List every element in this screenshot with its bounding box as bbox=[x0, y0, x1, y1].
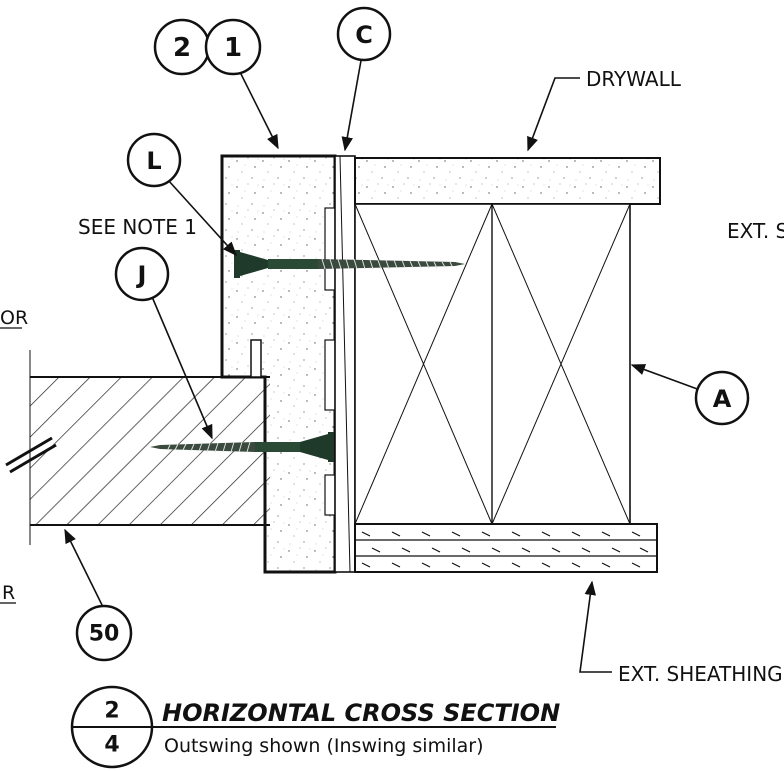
ext-sheathing-label: EXT. SHEATHING bbox=[618, 662, 783, 686]
screw-l bbox=[234, 250, 465, 278]
svg-text:C: C bbox=[355, 21, 373, 49]
drywall-label: DRYWALL bbox=[586, 67, 682, 91]
svg-text:J: J bbox=[136, 261, 147, 289]
detail-number: 2 bbox=[104, 699, 119, 724]
svg-text:2: 2 bbox=[173, 33, 191, 63]
callout-j: J bbox=[114, 246, 170, 302]
ext-s-label: EXT. S bbox=[727, 219, 784, 243]
callout-1: 1 bbox=[204, 18, 262, 76]
see-note-label: SEE NOTE 1 bbox=[78, 215, 197, 239]
shim-gap bbox=[334, 155, 356, 573]
callout-l: L bbox=[126, 132, 182, 188]
left-label-bottom: R bbox=[2, 582, 15, 604]
callout-50: 50 bbox=[75, 604, 133, 662]
title-block: 2 4 HORIZONTAL CROSS SECTION Outswing sh… bbox=[70, 685, 560, 769]
exterior-sheathing bbox=[354, 523, 658, 573]
sheet-number: 4 bbox=[104, 733, 119, 758]
leader-lines bbox=[64, 54, 701, 673]
callout-c: C bbox=[336, 6, 392, 62]
callout-2: 2 bbox=[153, 18, 211, 76]
screw-j bbox=[150, 432, 334, 462]
left-label-top: OR bbox=[0, 307, 28, 329]
callout-a: A bbox=[694, 370, 750, 426]
svg-text:A: A bbox=[713, 385, 732, 413]
section-title: HORIZONTAL CROSS SECTION bbox=[162, 699, 560, 727]
svg-text:50: 50 bbox=[89, 622, 120, 647]
section-subtitle: Outswing shown (Inswing similar) bbox=[164, 735, 484, 757]
svg-text:1: 1 bbox=[224, 33, 242, 63]
stud-framing bbox=[354, 203, 631, 525]
drywall bbox=[354, 157, 661, 205]
svg-text:L: L bbox=[146, 147, 161, 175]
